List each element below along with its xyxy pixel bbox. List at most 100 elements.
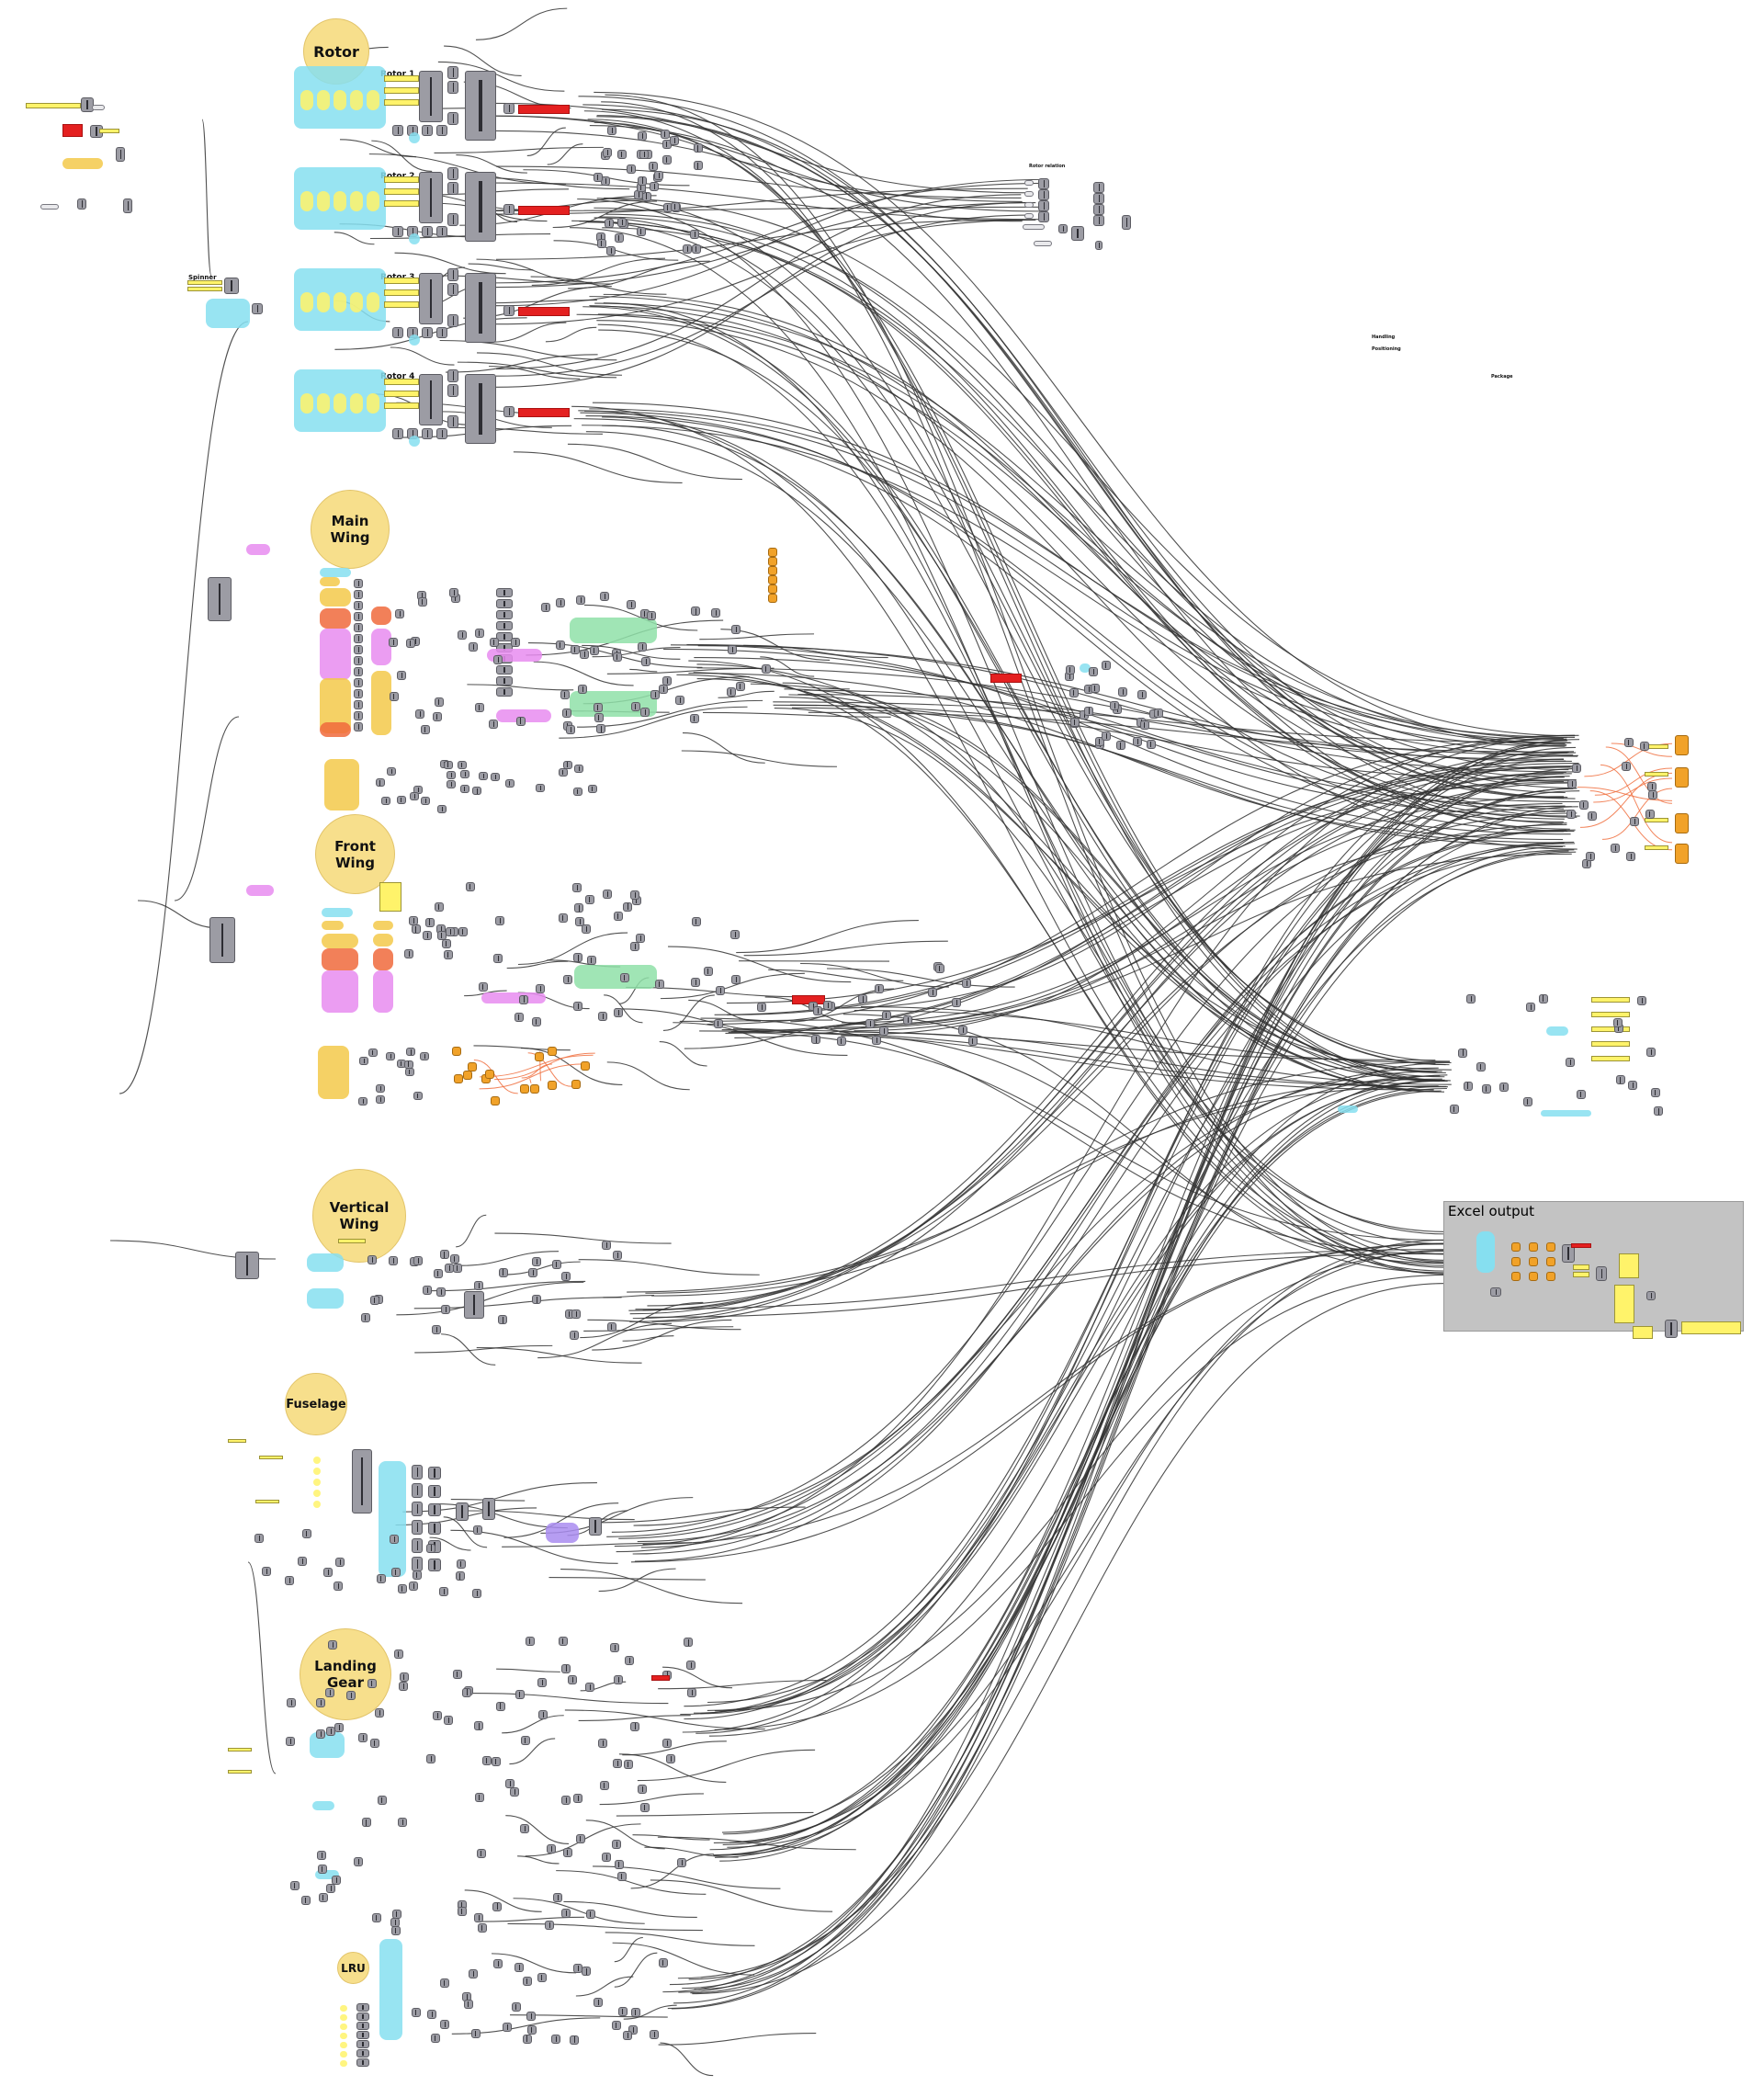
output-component[interactable] [581,1060,591,1071]
spinner-node[interactable] [224,278,239,294]
component-node[interactable] [637,1784,647,1794]
component-node[interactable] [426,1754,435,1764]
component-node[interactable] [555,598,565,608]
component-node[interactable] [582,1967,592,1977]
component-node[interactable] [436,327,447,338]
component-node[interactable] [325,1688,335,1698]
component-node[interactable] [596,238,606,248]
component-node[interactable] [356,2031,369,2039]
component-node[interactable] [474,1793,484,1803]
component-node[interactable] [561,708,571,718]
component-node[interactable] [1093,193,1104,204]
output-orange[interactable] [1675,844,1689,864]
rotor-panel[interactable] [384,289,419,296]
component-node[interactable] [285,1576,295,1586]
component-node[interactable] [325,1884,335,1894]
component-node[interactable] [623,1760,633,1770]
component-node[interactable] [599,591,609,601]
component-node[interactable] [286,1737,296,1747]
component-node[interactable] [538,1710,548,1720]
component-node[interactable] [420,724,430,734]
component-node[interactable] [463,1999,473,2009]
component-node[interactable] [630,941,640,951]
component-node[interactable] [77,198,86,210]
component-node[interactable] [638,130,648,141]
component-node[interactable] [433,1711,443,1721]
component-node[interactable] [599,1780,609,1790]
component-node[interactable] [638,176,648,186]
component-node[interactable] [1653,1106,1663,1117]
component-node[interactable] [334,1558,345,1568]
component-node[interactable] [316,1697,326,1707]
excel-node[interactable] [1596,1266,1607,1281]
output-component[interactable] [468,1061,478,1071]
component-node[interactable] [607,126,617,135]
component-node[interactable] [447,182,458,195]
component-node[interactable] [376,1083,386,1093]
component-node[interactable] [474,1721,484,1731]
component-node[interactable] [354,711,363,720]
component-node[interactable] [1522,1097,1532,1107]
component-node[interactable] [1093,204,1104,215]
component-node[interactable] [456,1502,469,1521]
component-node[interactable] [389,1255,399,1265]
component-node[interactable] [660,129,670,139]
component-node[interactable] [469,642,479,652]
component-node[interactable] [602,1241,612,1251]
component-node[interactable] [427,2009,437,2019]
component-node[interactable] [316,1729,326,1739]
component-node[interactable] [511,2001,521,2012]
output-component[interactable] [547,1046,557,1056]
component-node[interactable] [728,645,738,655]
component-node[interactable] [603,889,613,899]
component-node[interactable] [648,162,658,172]
component-node[interactable] [413,1091,423,1100]
component-node[interactable] [616,150,627,160]
component-node[interactable] [496,610,513,619]
text-panel[interactable] [228,1748,252,1752]
component-node[interactable] [531,1016,541,1026]
component-node[interactable] [1038,189,1049,200]
component-node[interactable] [1466,994,1476,1004]
component-node[interactable] [505,1779,515,1789]
component-node[interactable] [389,692,399,702]
component-node[interactable] [354,579,363,588]
component-node[interactable] [399,1681,409,1691]
component-node[interactable] [514,1963,525,1973]
component-node[interactable] [386,1051,396,1060]
component-node[interactable] [460,770,470,779]
component-node[interactable] [346,1690,356,1700]
component-node[interactable] [558,1636,568,1646]
component-node[interactable] [493,954,503,964]
spinner-panel[interactable] [187,287,222,291]
component-node[interactable] [424,917,435,927]
component-node[interactable] [602,1852,612,1862]
component-node[interactable] [430,2033,440,2043]
component-node[interactable] [433,1269,443,1279]
component-node[interactable] [1071,226,1084,241]
component-node[interactable] [1094,737,1104,747]
vertical-wing-node[interactable] [464,1291,484,1319]
component-node[interactable] [640,708,650,718]
component-node[interactable] [627,599,637,609]
component-node[interactable] [359,1057,369,1066]
rotor-error[interactable] [518,206,570,215]
component-node[interactable] [298,1556,308,1566]
component-node[interactable] [879,1026,889,1037]
component-node[interactable] [551,2035,561,2045]
component-node[interactable] [858,994,868,1004]
rotor-panel[interactable] [384,200,419,207]
component-node[interactable] [354,601,363,610]
component-node[interactable] [441,938,451,948]
component-node[interactable] [440,2019,450,2029]
component-node[interactable] [630,890,640,901]
component-node[interactable] [594,1998,604,2008]
component-node[interactable] [422,327,433,338]
component-node[interactable] [532,1295,542,1305]
component-node[interactable] [358,1096,368,1105]
component-node[interactable] [1139,720,1149,731]
component-node[interactable] [1622,762,1632,772]
component-node[interactable] [573,953,583,963]
excel-orange-node[interactable] [1529,1242,1538,1252]
component-node[interactable] [356,2058,369,2067]
